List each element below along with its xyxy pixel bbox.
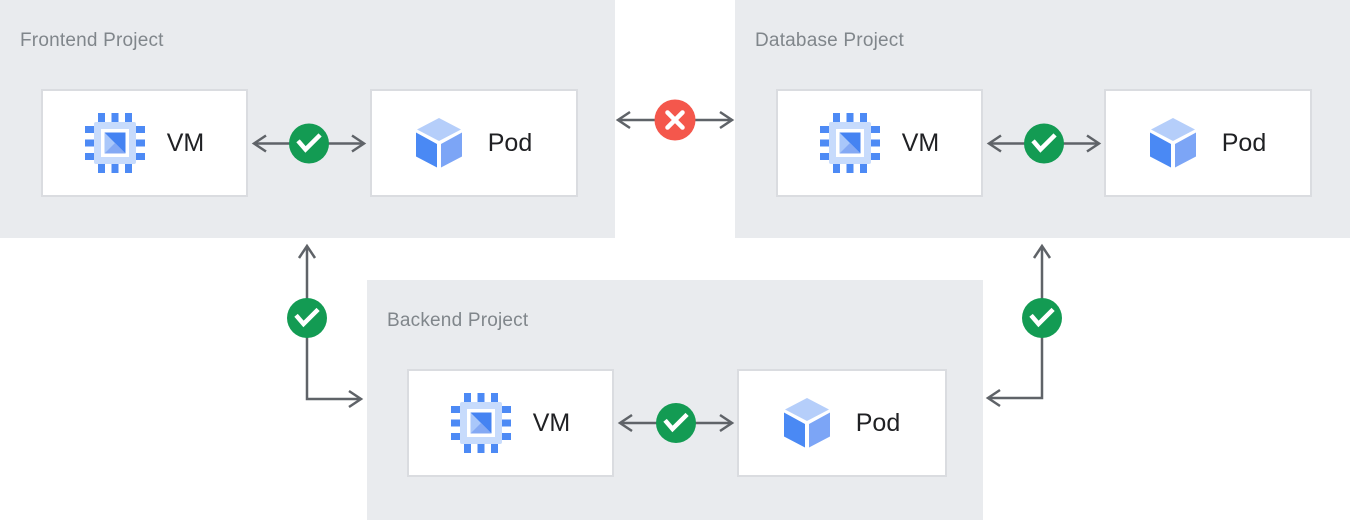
node-label: VM: [901, 128, 940, 157]
compute-chip-icon: [84, 113, 145, 173]
node-backend-pod: Pod: [737, 369, 947, 477]
node-database-pod: Pod: [1104, 89, 1312, 197]
node-label: Pod: [1221, 128, 1267, 157]
cube-icon: [415, 118, 462, 168]
node-backend-vm: VM: [407, 369, 614, 477]
connector-database-backend: [985, 243, 1062, 408]
node-label: Pod: [487, 128, 533, 157]
cube-icon: [783, 398, 830, 448]
node-frontend-vm: VM: [41, 89, 248, 197]
cube-icon: [1149, 118, 1196, 168]
compute-chip-icon: [819, 113, 880, 173]
node-label: Pod: [855, 408, 901, 437]
node-frontend-pod: Pod: [370, 89, 578, 197]
node-database-vm: VM: [776, 89, 983, 197]
connector-frontend-backend: [287, 243, 364, 409]
check-icon: [287, 298, 327, 338]
cross-icon: [654, 99, 696, 141]
panel-title-database: Database Project: [755, 30, 904, 51]
check-icon: [1022, 298, 1062, 338]
connector-frontend-database: [615, 99, 735, 141]
panel-title-frontend: Frontend Project: [20, 30, 164, 51]
node-label: VM: [532, 408, 571, 437]
compute-chip-icon: [450, 393, 511, 453]
panel-title-backend: Backend Project: [387, 310, 529, 331]
node-label: VM: [166, 128, 205, 157]
